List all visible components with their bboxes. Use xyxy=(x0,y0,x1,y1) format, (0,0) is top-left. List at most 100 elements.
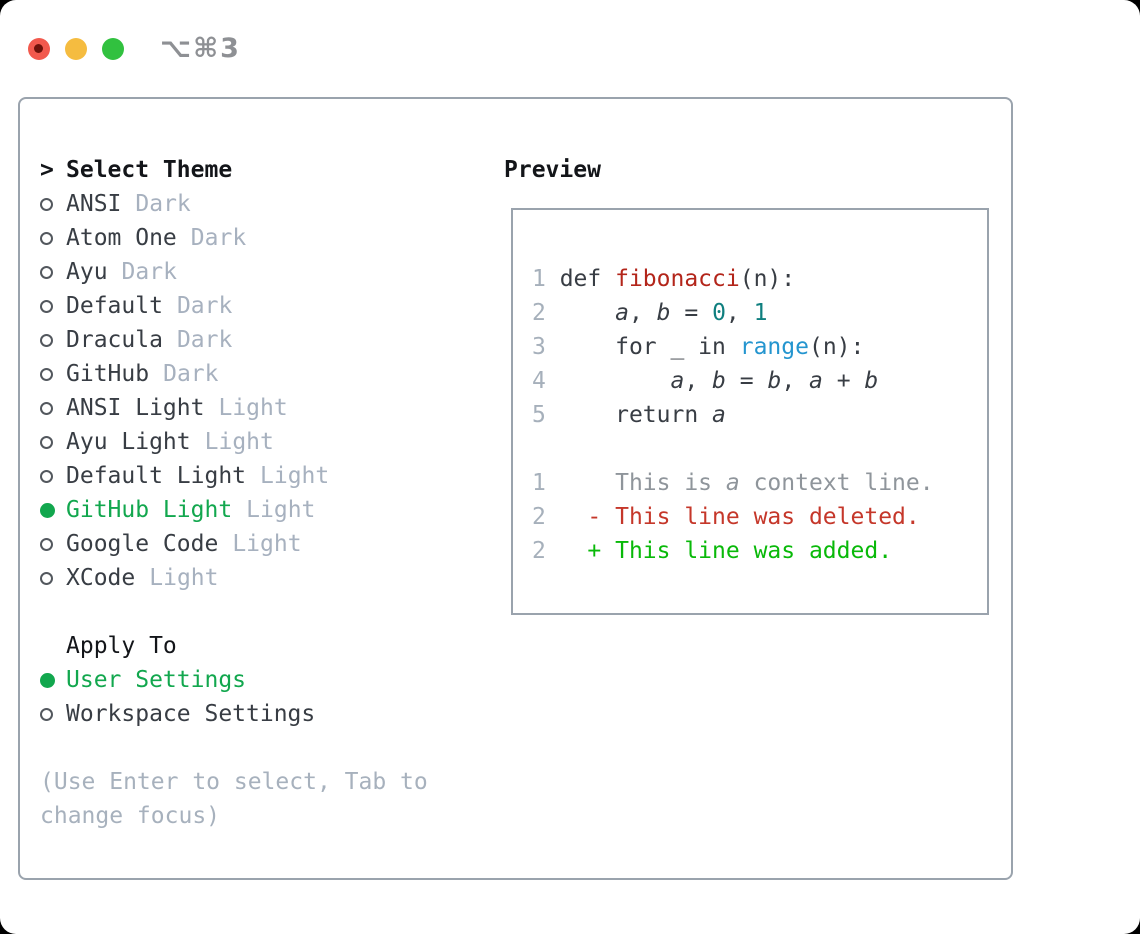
code-segment xyxy=(560,300,615,326)
code-line: 1 def fibonacci(n): xyxy=(532,262,969,296)
code-segment: + xyxy=(822,368,865,394)
code-segment: , xyxy=(628,300,657,326)
diff-line: 2 - This line was deleted. xyxy=(532,500,969,534)
line-number: 2 xyxy=(532,504,560,530)
theme-name-label: Default xyxy=(66,293,163,319)
theme-list-item[interactable]: Ayu Dark xyxy=(40,255,504,289)
theme-variant-label: Light xyxy=(204,429,274,455)
radio-glyph xyxy=(40,707,53,721)
code-line: 2 a, b = 0, 1 xyxy=(532,296,969,330)
select-theme-header: > Select Theme xyxy=(40,153,504,187)
apply-option-label: Workspace Settings xyxy=(66,701,316,727)
theme-variant-label: Light xyxy=(218,395,288,421)
theme-list-item[interactable]: Ayu Light Light xyxy=(40,425,504,459)
code-segment: (n): xyxy=(739,266,796,292)
close-button[interactable] xyxy=(28,37,50,60)
radio-icon xyxy=(40,333,66,347)
line-number: 2 xyxy=(532,538,560,564)
radio-glyph xyxy=(40,672,55,688)
diff-line: 1 This is a context line. xyxy=(532,466,969,500)
radio-icon xyxy=(40,231,66,245)
code-segment: a xyxy=(725,470,740,496)
code-segment: This is xyxy=(559,470,726,496)
code-segment: 0 xyxy=(712,300,726,326)
minimize-button[interactable] xyxy=(65,37,87,60)
radio-icon xyxy=(40,571,66,585)
theme-name-label: ANSI xyxy=(66,191,122,217)
keyboard-hint-text: (Use Enter to select, Tab to change focu… xyxy=(40,769,428,829)
blank-line xyxy=(532,432,969,466)
theme-variant-label: Dark xyxy=(163,361,219,387)
radio-icon xyxy=(40,401,66,415)
radio-glyph xyxy=(40,197,53,211)
code-segment: , xyxy=(684,368,713,394)
radio-icon xyxy=(40,707,66,721)
theme-name-label: Ayu xyxy=(66,259,108,285)
code-segment: a xyxy=(615,300,629,326)
code-segment xyxy=(560,368,671,394)
code-segment: for _ in xyxy=(559,334,740,360)
line-number: 3 xyxy=(532,334,560,360)
radio-icon xyxy=(40,367,66,381)
radio-icon xyxy=(40,299,66,313)
code-segment: (n): xyxy=(808,334,865,360)
theme-name-label: GitHub Light xyxy=(66,497,233,523)
radio-glyph xyxy=(40,537,53,551)
select-theme-title: Select Theme xyxy=(66,157,233,183)
code-segment: b xyxy=(712,368,726,394)
code-segment: fibonacci xyxy=(615,266,740,292)
radio-glyph xyxy=(40,435,53,449)
code-segment: range xyxy=(739,334,809,360)
theme-variant-label: Dark xyxy=(121,259,177,285)
code-segment: = xyxy=(725,368,768,394)
theme-variant-label: Light xyxy=(260,463,330,489)
theme-variant-label: Dark xyxy=(176,327,233,353)
code-segment: def xyxy=(559,266,616,292)
line-number: 1 xyxy=(532,266,560,292)
radio-icon xyxy=(40,265,66,279)
theme-name-label: Atom One xyxy=(66,225,177,251)
line-number: 4 xyxy=(532,368,560,394)
line-number: 5 xyxy=(532,402,560,428)
code-segment: b xyxy=(767,368,782,394)
zoom-button[interactable] xyxy=(102,37,124,60)
theme-variant-label: Light xyxy=(232,531,302,557)
radio-glyph xyxy=(40,571,53,585)
radio-glyph xyxy=(40,469,53,483)
apply-option-item[interactable]: Workspace Settings xyxy=(40,697,504,731)
radio-glyph xyxy=(40,265,53,279)
radio-glyph xyxy=(40,401,53,415)
apply-option-item[interactable]: User Settings xyxy=(40,663,504,697)
selected-radio-icon xyxy=(40,502,66,518)
radio-icon xyxy=(40,435,66,449)
apply-to-header: Apply To xyxy=(40,629,504,663)
code-segment: b xyxy=(864,368,879,394)
code-segment: - This line was deleted. xyxy=(559,504,920,530)
cursor-arrow-icon: > xyxy=(40,157,54,183)
diff-preview: 1 This is a context line.2 - This line w… xyxy=(532,466,969,568)
radio-glyph xyxy=(40,299,53,313)
apply-option-label: User Settings xyxy=(66,667,247,693)
theme-name-label: Dracula xyxy=(66,327,163,353)
theme-variant-label: Light xyxy=(149,565,219,591)
selected-radio-icon xyxy=(40,672,66,688)
radio-icon xyxy=(40,537,66,551)
theme-name-label: Ayu Light xyxy=(66,429,191,455)
code-segment: , xyxy=(781,368,810,394)
code-segment: a xyxy=(809,368,823,394)
code-segment: b xyxy=(656,300,671,326)
theme-list-item[interactable]: Dracula Dark xyxy=(40,323,504,357)
